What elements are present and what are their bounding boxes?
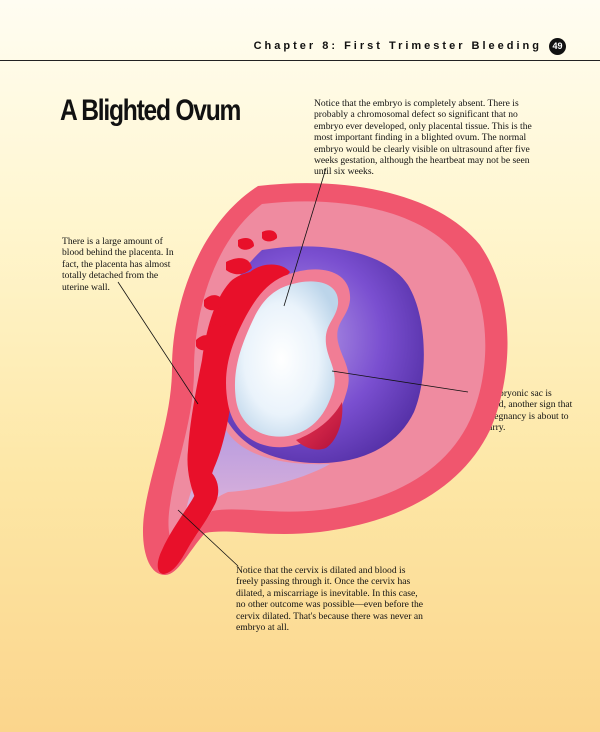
chapter-header: Chapter 8: First Trimester Bleeding 49 [0,38,600,61]
annotation-dilated-cervix: Notice that the cervix is dilated and bl… [236,565,424,634]
subchorionic-hemorrhage [296,402,343,450]
embryonic-sac [234,281,339,437]
chapter-title: Chapter 8: First Trimester Bleeding [253,40,542,52]
leader-line-bottom [177,509,239,567]
leader-line-top [283,167,327,307]
blood-clot [212,314,228,327]
blood-clot [196,335,215,351]
cervical-canal [184,430,330,540]
page-number-badge: 49 [549,38,566,55]
blood-clot [262,230,278,242]
blood-clot [204,295,224,311]
leader-line-left [117,281,199,405]
annotation-blood-behind-placenta: There is a large amount of blood behind … [62,236,174,293]
blood-clot [226,258,252,275]
blood-clot [238,238,254,250]
leader-line-right [331,370,469,393]
cervical-blood-flow [157,470,219,574]
page-title: A Blighted Ovum [60,94,241,127]
annotation-embryo-absent: Notice that the embryo is completely abs… [314,98,532,178]
